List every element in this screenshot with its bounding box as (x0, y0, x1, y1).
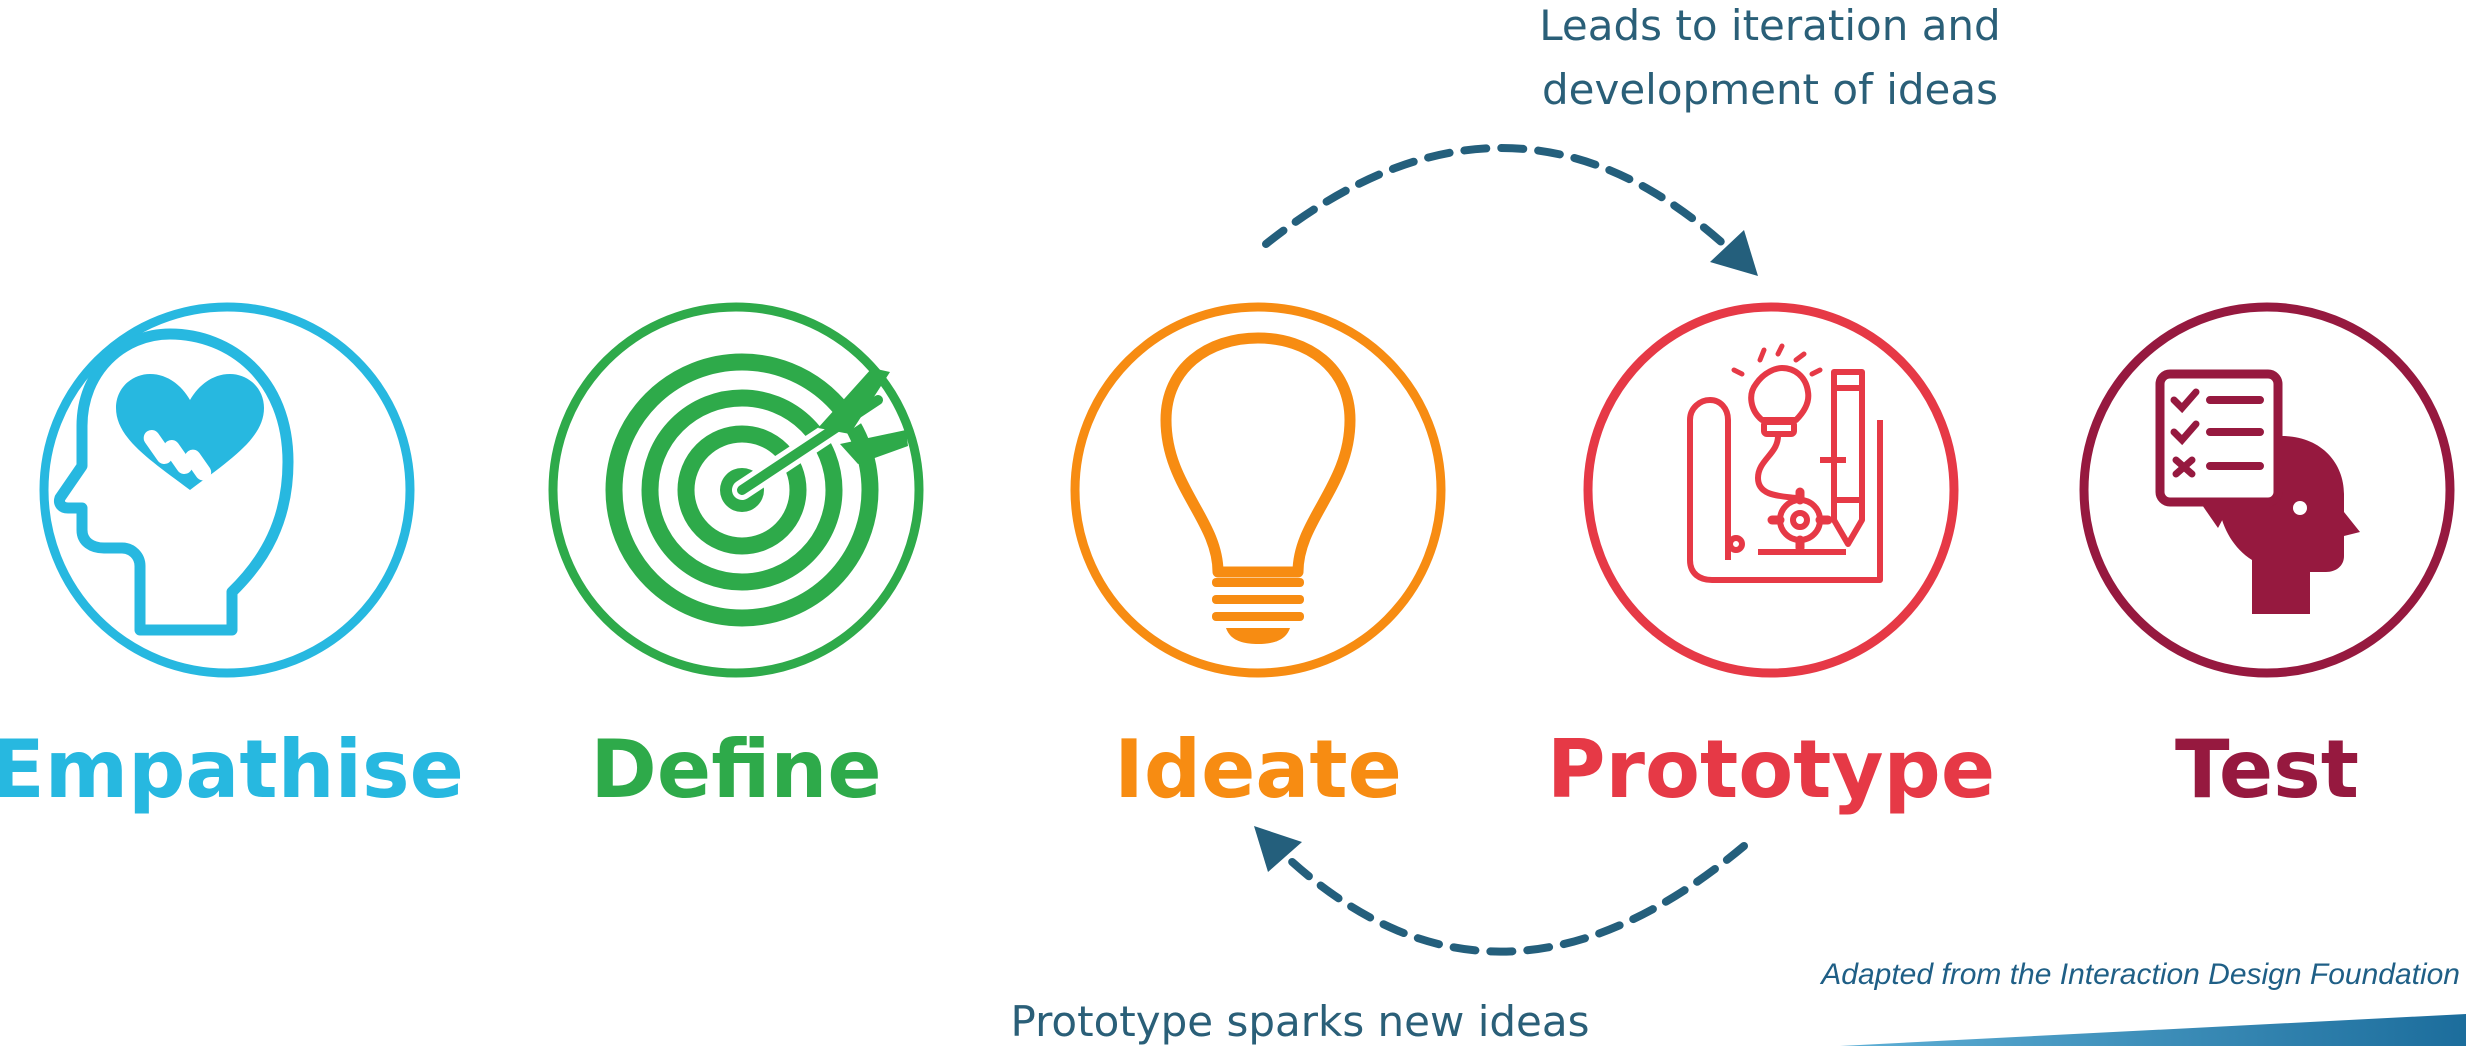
stage-label-prototype: Prototype (1546, 723, 1996, 816)
top-annotation: Leads to iteration and development of id… (1440, 0, 2100, 122)
iteration-arrow-top (1262, 144, 1758, 276)
iteration-arrow-bottom (1254, 826, 1748, 956)
stage-circle-ideate (1070, 302, 1446, 678)
stage-circle-prototype (1583, 302, 1959, 678)
stage-label-empathise: Empathise (0, 723, 464, 816)
stage-label-ideate: Ideate (1114, 723, 1402, 816)
blueprint-lightbulb-pencil-icon (1687, 343, 1883, 583)
top-annotation-line-1: Leads to iteration and (1539, 1, 2001, 50)
credit-text: Adapted from the Interaction Design Foun… (1821, 958, 2460, 991)
stage-circle-empathise (39, 302, 415, 678)
lightbulb-icon (1160, 332, 1356, 644)
bottom-annotation: Prototype sparks new ideas (1010, 997, 1590, 1046)
corner-accent (1840, 1014, 2466, 1046)
head-checklist-icon (2155, 369, 2360, 614)
stage-label-define: Define (590, 723, 882, 816)
head-heart-handshake-icon (54, 328, 294, 636)
target-arrow-icon (605, 353, 908, 627)
stage-circle-test (2079, 302, 2455, 678)
stage-label-test: Test (2174, 723, 2360, 816)
stage-circle-define (548, 302, 924, 678)
top-annotation-line-2: development of ideas (1541, 65, 1999, 114)
